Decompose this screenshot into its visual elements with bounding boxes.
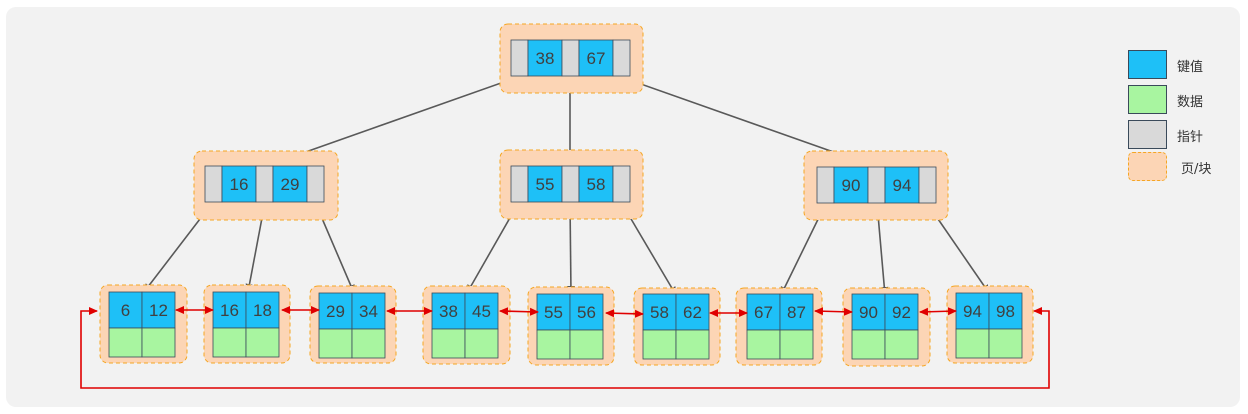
key-cell <box>527 39 563 77</box>
leaf-node: 90 92 <box>842 287 931 367</box>
key-cell <box>884 166 920 204</box>
data-cell <box>779 329 814 360</box>
legend-swatch-key <box>1128 50 1167 79</box>
legend-label-key: 键值 <box>1177 60 1204 75</box>
pointer-cell <box>510 165 529 203</box>
legend-label-data: 数据 <box>1177 95 1204 110</box>
leaf-node: 38 45 <box>422 285 511 365</box>
key-label: 92 <box>892 303 911 322</box>
pointer-cell <box>561 165 580 203</box>
leaf-node: 67 87 <box>735 287 823 366</box>
data-cell <box>642 329 677 360</box>
data-cell <box>141 327 176 358</box>
data-cell <box>108 327 143 358</box>
leaf-node: 55 56 <box>527 286 615 366</box>
key-label: 29 <box>281 175 300 194</box>
leaf-node: 29 34 <box>309 285 397 364</box>
data-cell <box>569 329 604 360</box>
data-cell <box>245 327 280 358</box>
legend-label-pointer: 指针 <box>1177 130 1204 145</box>
key-cell <box>527 165 563 203</box>
data-cell <box>464 328 499 359</box>
key-label: 18 <box>253 301 272 320</box>
legend-swatch-pointer <box>1128 120 1167 149</box>
pointer-cell <box>255 165 274 203</box>
data-cell <box>431 328 466 359</box>
key-label: 94 <box>963 302 982 321</box>
key-label: 38 <box>536 49 555 68</box>
pointer-cell <box>306 165 325 203</box>
data-cell <box>675 329 710 360</box>
pointer-cell <box>867 166 886 204</box>
key-label: 58 <box>650 303 669 322</box>
key-label: 62 <box>683 303 702 322</box>
pointer-cell <box>204 165 223 203</box>
legend-swatch-data <box>1128 85 1167 114</box>
data-cell <box>318 328 353 359</box>
leaf-node: 6 12 <box>99 284 188 364</box>
internal-node: 55 58 <box>499 149 644 220</box>
key-label: 90 <box>842 176 861 195</box>
internal-node: 90 94 <box>803 150 949 221</box>
pointer-cell <box>561 39 580 77</box>
data-cell <box>988 328 1023 359</box>
data-cell <box>536 329 571 360</box>
key-label: 55 <box>536 175 555 194</box>
leaf-sibling-link <box>919 307 957 316</box>
key-label: 67 <box>587 49 606 68</box>
leaf-sibling-link <box>814 307 853 316</box>
data-cell <box>212 327 247 358</box>
key-label: 56 <box>577 303 596 322</box>
key-cell <box>833 166 869 204</box>
root-node: 38 67 <box>499 23 644 94</box>
legend-label-page: 页/块 <box>1181 162 1212 177</box>
pointer-cell <box>918 166 937 204</box>
key-label: 94 <box>893 176 912 195</box>
leaf-node: 94 98 <box>946 285 1034 364</box>
key-label: 58 <box>587 175 606 194</box>
data-cell <box>884 329 919 360</box>
key-cell <box>221 165 257 203</box>
key-label: 98 <box>996 302 1015 321</box>
key-label: 90 <box>859 303 878 322</box>
leaf-node: 58 62 <box>633 287 721 366</box>
key-label: 12 <box>149 301 168 320</box>
pointer-cell <box>510 39 529 77</box>
pointer-cell <box>816 166 835 204</box>
legend-swatch-page <box>1128 152 1167 181</box>
key-label: 87 <box>787 303 806 322</box>
data-cell <box>351 328 386 359</box>
key-label: 6 <box>121 301 130 320</box>
leaf-sibling-link <box>499 307 539 316</box>
key-label: 45 <box>472 302 491 321</box>
pointer-cell <box>612 165 631 203</box>
key-cell <box>578 39 614 77</box>
key-label: 55 <box>544 303 563 322</box>
data-cell <box>851 329 886 360</box>
data-cell <box>955 328 990 359</box>
key-label: 29 <box>326 302 345 321</box>
leaf-wrap-link <box>80 307 1050 389</box>
key-label: 34 <box>359 302 378 321</box>
leaf-sibling-link <box>605 309 644 318</box>
data-cell <box>746 329 781 360</box>
pointer-cell <box>612 39 631 77</box>
key-label: 38 <box>439 302 458 321</box>
leaf-links <box>80 306 1050 389</box>
key-label: 16 <box>230 175 249 194</box>
key-label: 16 <box>220 301 239 320</box>
key-label: 67 <box>754 303 773 322</box>
